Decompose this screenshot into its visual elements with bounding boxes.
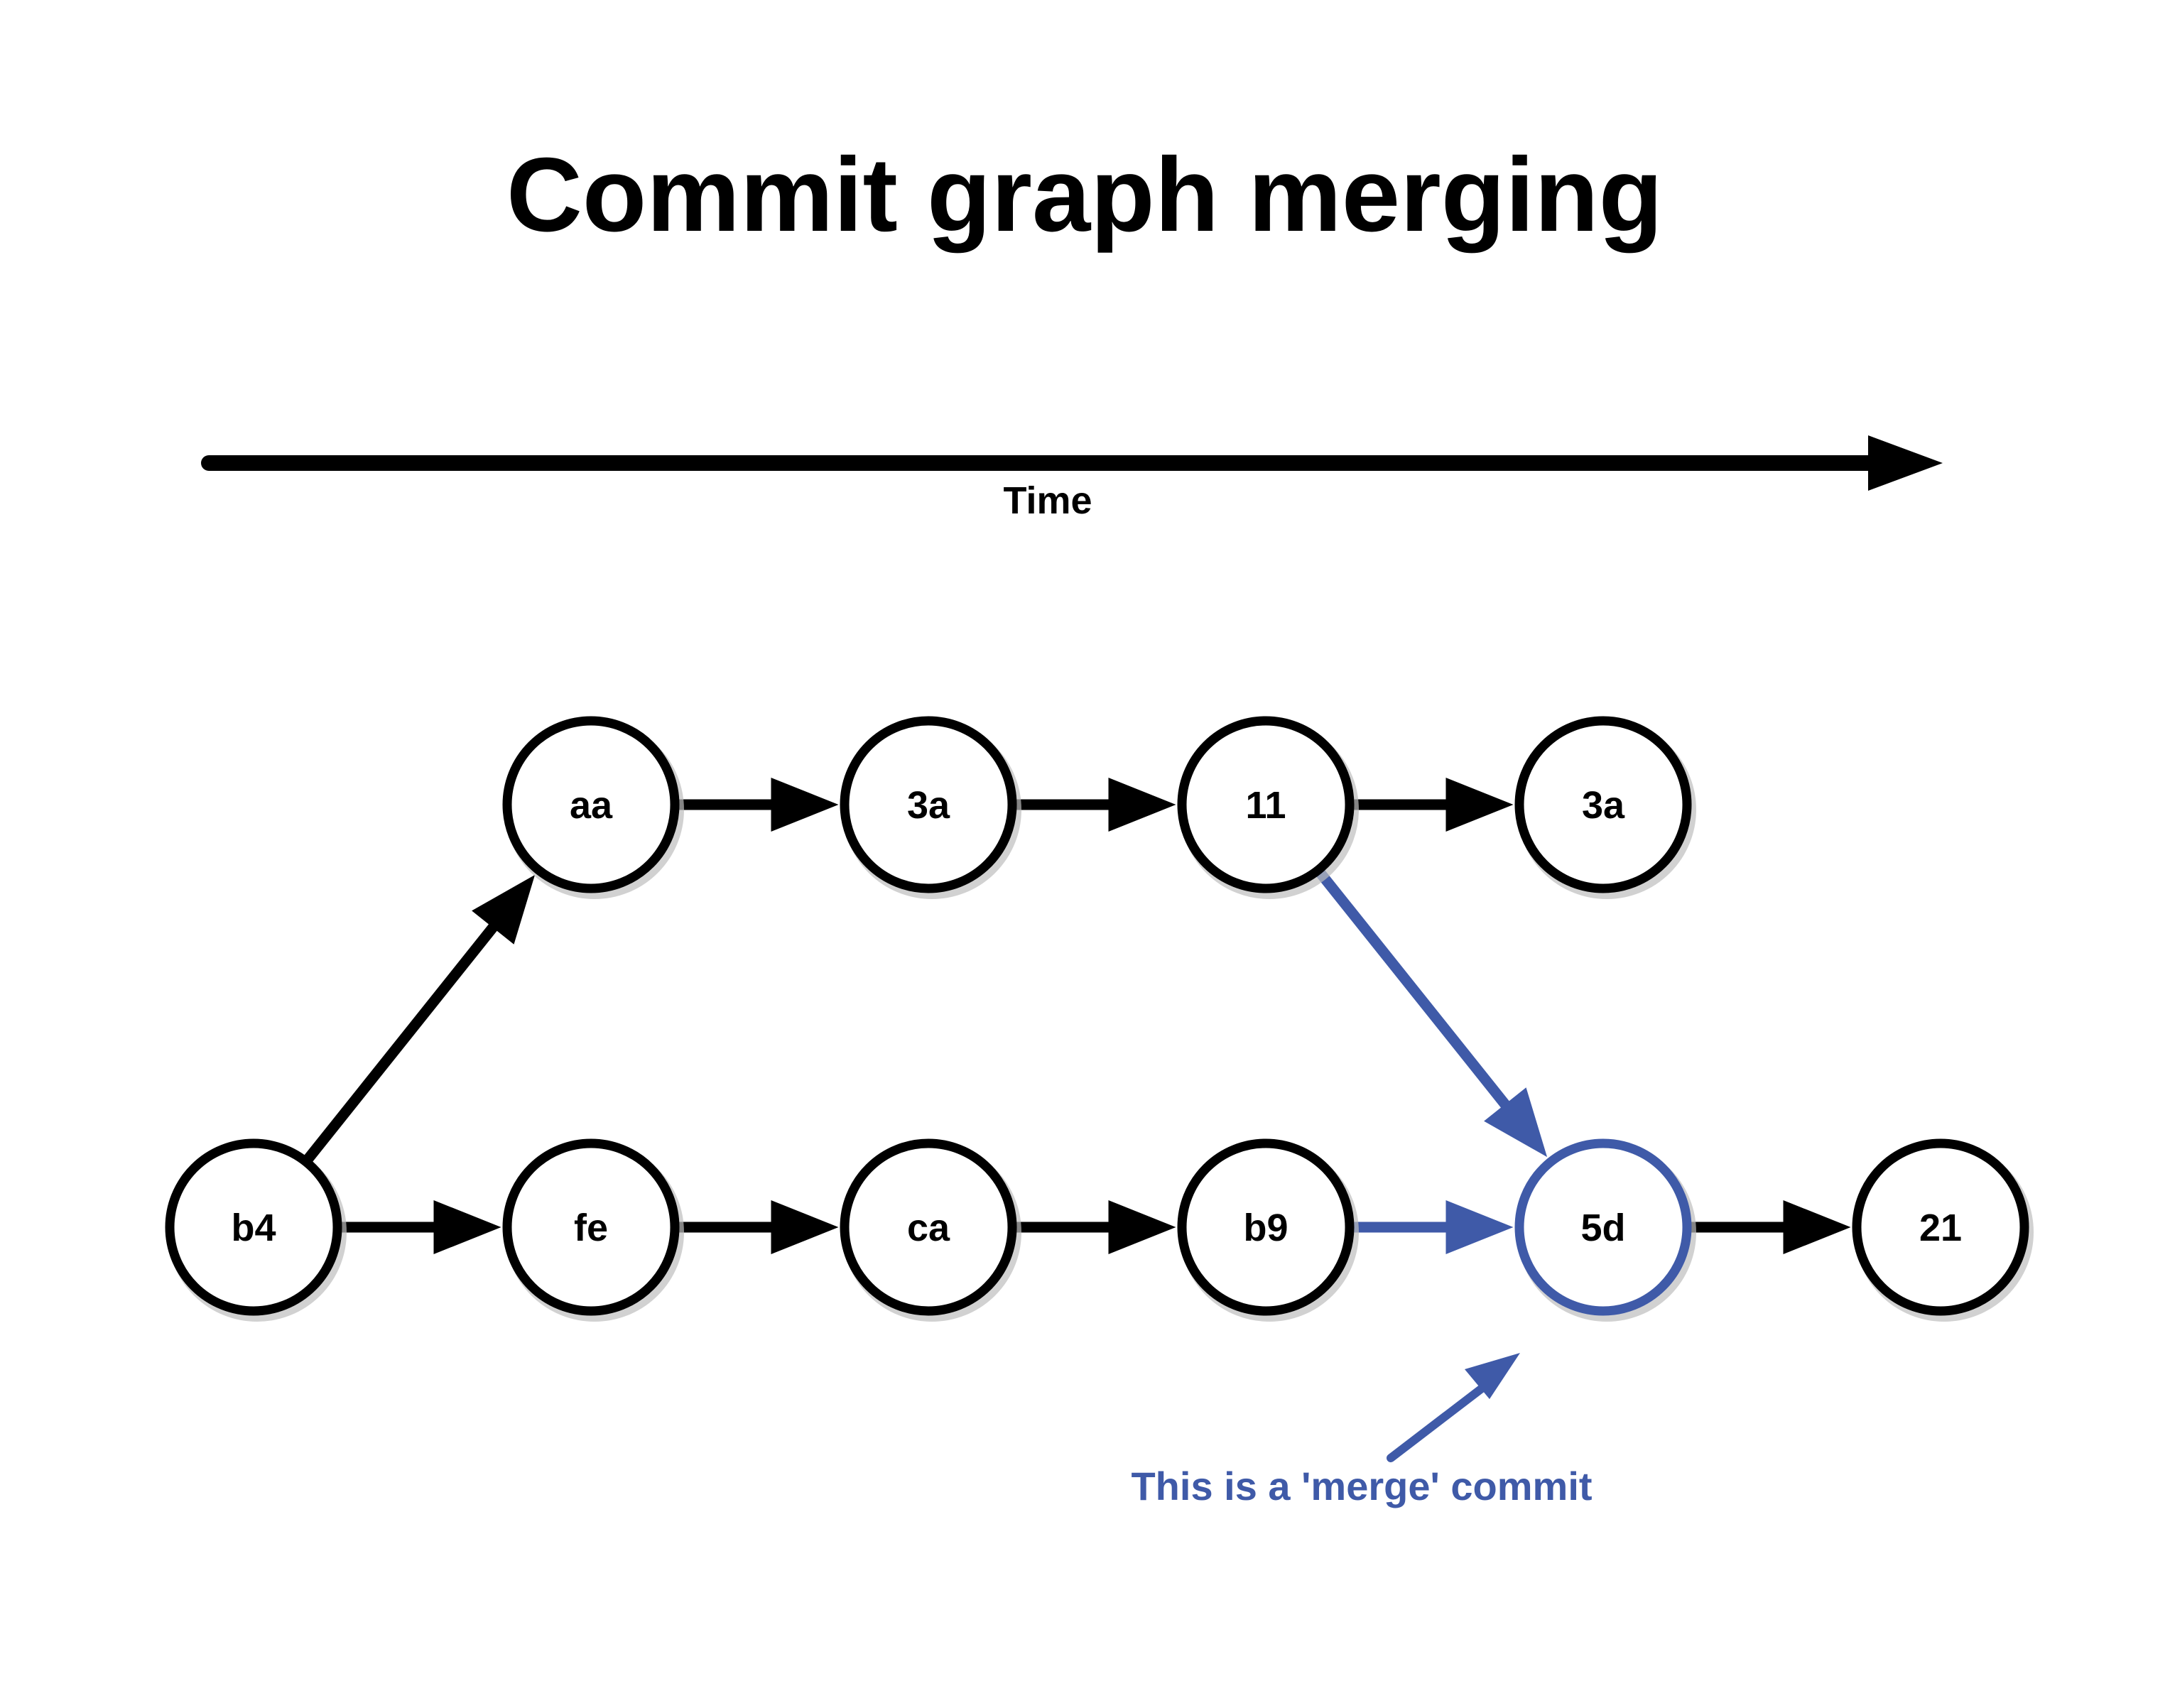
commit-node-label: aa xyxy=(570,784,613,827)
edge-arrowhead xyxy=(1783,1200,1851,1254)
commit-node-label: 5d xyxy=(1580,1207,1625,1249)
commit-node-circle xyxy=(840,1138,1017,1316)
edge-line xyxy=(1315,868,1512,1112)
annotation-text: This is a 'merge' commit xyxy=(1131,1464,1592,1508)
edge-11-5d xyxy=(1315,868,1548,1158)
edge-line xyxy=(303,920,500,1164)
edge-arrowhead xyxy=(1484,1087,1548,1158)
edge-arrowhead xyxy=(472,874,536,945)
commit-node-label: 21 xyxy=(1919,1207,1962,1249)
merge-annotation: This is a 'merge' commit xyxy=(1131,1353,1593,1508)
edge-arrowhead xyxy=(1108,1200,1176,1254)
commit-node-circle xyxy=(1514,1138,1692,1316)
commit-node-b4: b4 xyxy=(165,1138,347,1322)
edge-arrowhead xyxy=(771,1200,839,1254)
edges xyxy=(303,778,1851,1254)
commit-node-aa: aa xyxy=(502,716,684,899)
edge-arrowhead xyxy=(433,1200,501,1254)
edge-3a1-11 xyxy=(1011,778,1176,832)
commit-node-circle xyxy=(840,716,1017,893)
commit-node-label: 11 xyxy=(1245,784,1286,827)
commit-node-label: fe xyxy=(574,1207,608,1249)
commit-node-label: ca xyxy=(907,1207,950,1249)
commit-node-ca: ca xyxy=(840,1138,1021,1322)
commit-node-21: 21 xyxy=(1852,1138,2034,1322)
edge-arrowhead xyxy=(771,778,839,832)
nodes: b4 aa 3a 11 3a fe ca b9 5d 21 xyxy=(165,716,2034,1322)
edge-b4-aa xyxy=(303,874,536,1164)
edge-aa-3a1 xyxy=(674,778,839,832)
edge-b4-fe xyxy=(337,1200,501,1254)
edge-arrowhead xyxy=(1108,778,1176,832)
page-title: Commit graph merging xyxy=(506,136,1663,254)
commit-node-fe: fe xyxy=(502,1138,684,1322)
commit-node-11: 11 xyxy=(1177,716,1359,899)
commit-node-circle xyxy=(1514,716,1692,893)
commit-node-3a2: 3a xyxy=(1514,716,1696,899)
time-axis: Time xyxy=(201,435,1943,522)
commit-node-circle xyxy=(165,1138,342,1316)
commit-node-circle xyxy=(1177,1138,1355,1316)
edge-11-3a2 xyxy=(1349,778,1514,832)
edge-arrowhead xyxy=(1445,1200,1514,1254)
edge-ca-b9 xyxy=(1011,1200,1176,1254)
annotation-arrow-line xyxy=(1387,1382,1489,1462)
commit-node-circle xyxy=(502,1138,680,1316)
time-axis-label: Time xyxy=(1003,479,1092,522)
edge-5d-21 xyxy=(1686,1200,1851,1254)
edge-b9-5d xyxy=(1349,1200,1514,1254)
commit-node-circle xyxy=(1177,716,1355,893)
edge-fe-ca xyxy=(674,1200,839,1254)
commit-node-label: b4 xyxy=(231,1207,276,1249)
commit-node-b9: b9 xyxy=(1177,1138,1359,1322)
edge-arrowhead xyxy=(1445,778,1514,832)
commit-node-label: 3a xyxy=(907,784,950,827)
commit-node-circle xyxy=(1852,1138,2029,1316)
commit-node-circle xyxy=(502,716,680,893)
commit-node-5d: 5d xyxy=(1514,1138,1696,1322)
commit-node-3a1: 3a xyxy=(840,716,1021,899)
commit-node-label: 3a xyxy=(1582,784,1625,827)
commit-node-label: b9 xyxy=(1243,1207,1288,1249)
time-axis-arrowhead xyxy=(1868,435,1943,491)
annotation-arrowhead xyxy=(1465,1353,1520,1399)
